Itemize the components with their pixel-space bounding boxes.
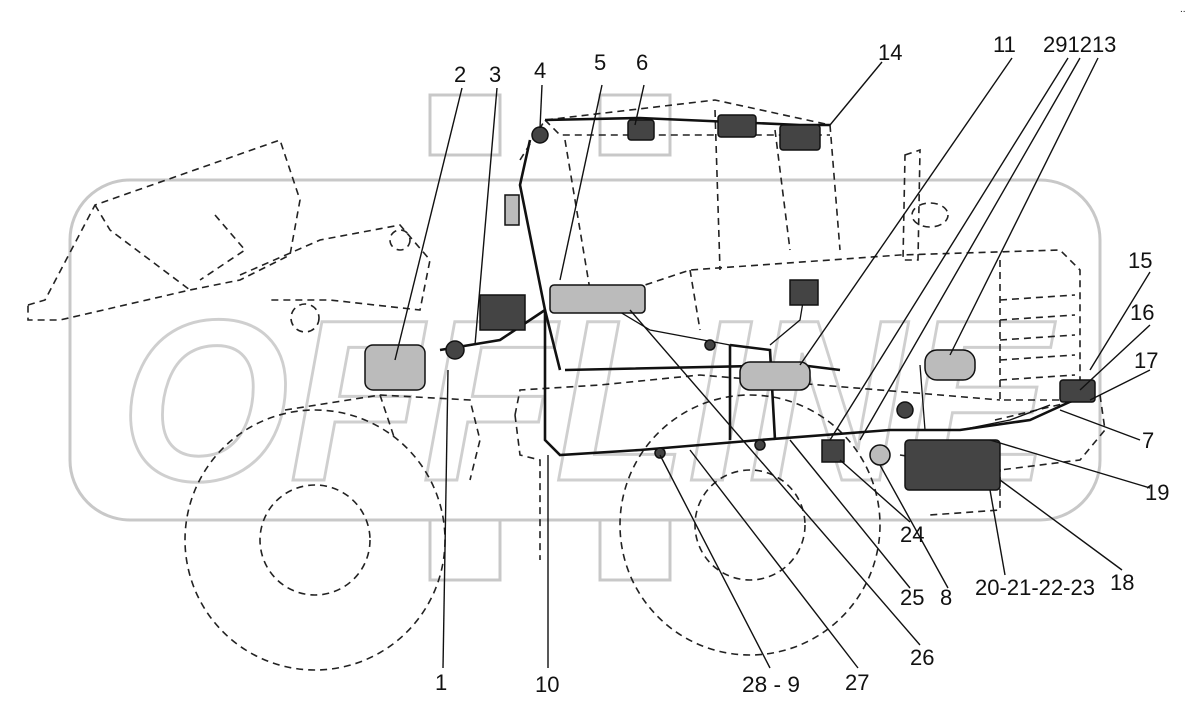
sensor xyxy=(896,401,914,419)
callout-18: 18 xyxy=(1110,570,1134,595)
callout-28-9: 28 - 9 xyxy=(742,672,800,697)
callout-20-21-22-23: 20-21-22-23 xyxy=(975,575,1095,600)
starter-motor xyxy=(739,361,811,391)
callout-291213: 291213 xyxy=(1043,32,1116,57)
callout-8: 8 xyxy=(940,585,952,610)
callout-7: 7 xyxy=(1142,428,1154,453)
callout-1: 1 xyxy=(435,670,447,695)
mirror xyxy=(504,194,520,226)
electrical-components xyxy=(364,114,1096,491)
horn xyxy=(869,444,891,466)
watermark: OFFLINE xyxy=(68,93,1102,582)
relay-front xyxy=(445,340,465,360)
callout-26: 26 xyxy=(910,645,934,670)
callout-27: 27 xyxy=(845,670,869,695)
control-box xyxy=(479,294,526,331)
callout-10: 10 xyxy=(535,672,559,697)
engine-ecu xyxy=(789,279,819,306)
rear-lamp xyxy=(1059,379,1096,403)
watermark-text: OFFLINE xyxy=(120,272,1056,529)
work-light-mid xyxy=(717,114,757,138)
callout-4: 4 xyxy=(534,58,546,83)
callout-15: 15 xyxy=(1128,248,1152,273)
callout-labels: 1 2 3 4 5 6 10 11 291213 14 15 16 17 7 1… xyxy=(435,4,1186,697)
alternator xyxy=(924,349,976,381)
headlamp-assembly xyxy=(364,344,426,391)
battery-box xyxy=(904,439,1001,491)
callout-5: 5 xyxy=(594,50,606,75)
instrument-panel xyxy=(549,284,646,314)
front-marker-lamp xyxy=(531,126,549,144)
clamp-c xyxy=(704,339,716,351)
cab-light-front xyxy=(627,119,655,141)
loader-outline xyxy=(27,99,1106,671)
callout-17: 17 xyxy=(1134,348,1158,373)
callout-2: 2 xyxy=(454,62,466,87)
callout-16: 16 xyxy=(1130,300,1154,325)
fuse-relay-box xyxy=(821,439,845,463)
callout-14: 14 xyxy=(878,40,902,65)
clamp-b xyxy=(754,439,766,451)
callout-25: 25 xyxy=(900,585,924,610)
callout-11: 11 xyxy=(993,32,1016,57)
callout-19: 19 xyxy=(1145,480,1169,505)
work-light-rear xyxy=(779,124,821,151)
callout-3: 3 xyxy=(489,62,501,87)
clamp-a xyxy=(654,447,666,459)
corner-mark: .. xyxy=(1180,4,1186,15)
leader-lines xyxy=(394,57,1151,669)
callout-24: 24 xyxy=(900,522,924,547)
callout-6: 6 xyxy=(636,50,648,75)
